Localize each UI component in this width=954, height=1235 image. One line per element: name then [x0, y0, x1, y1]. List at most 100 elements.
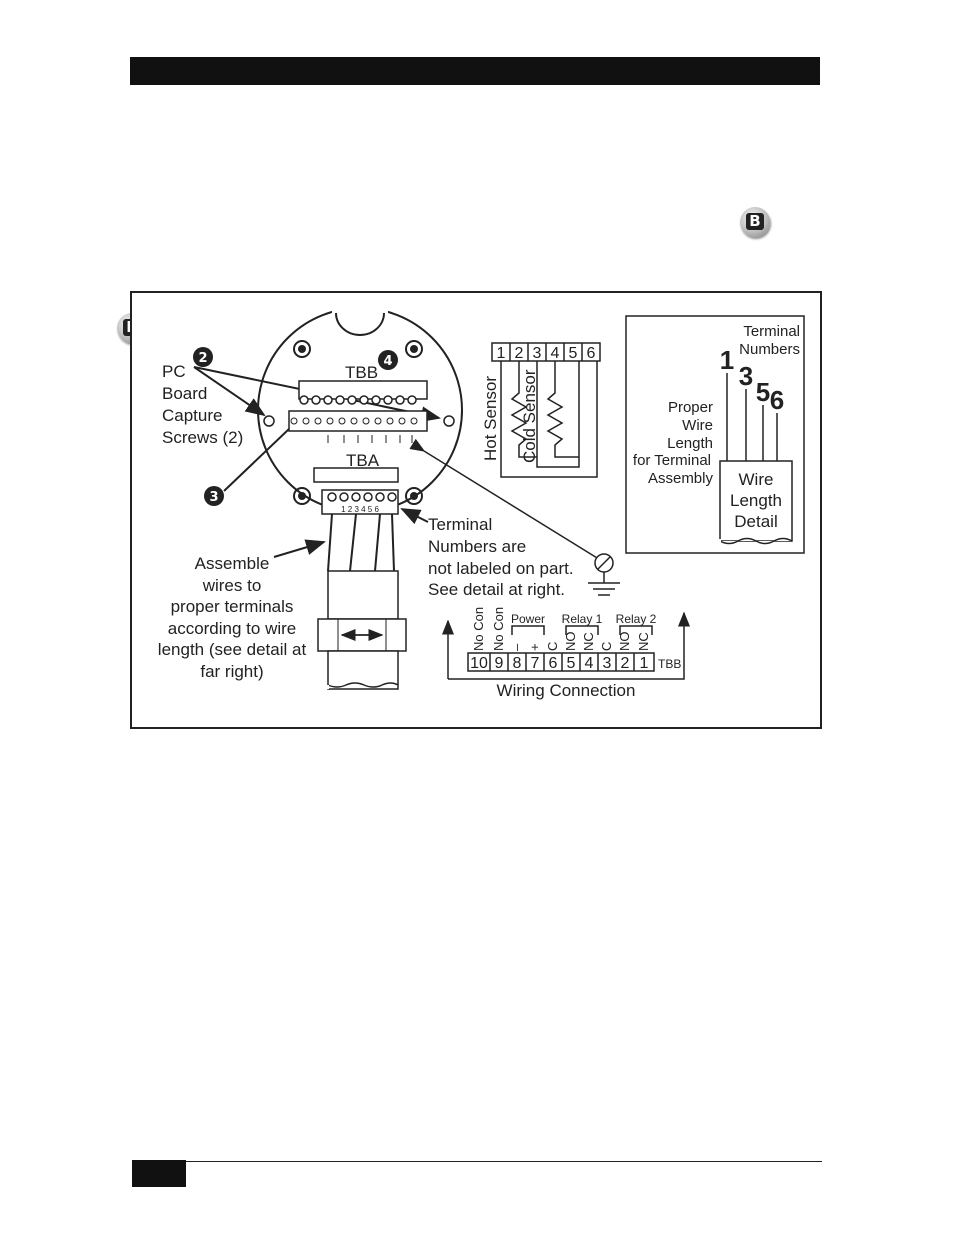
cable-fitting: [317, 570, 407, 690]
wiring-vertical-label: NC: [581, 632, 596, 651]
capture-screw-right: [443, 415, 455, 427]
wiring-vertical-label: NC: [636, 632, 651, 651]
sensor-terminal-number: 4: [551, 345, 560, 362]
wiring-caption: Wiring Connection: [497, 681, 636, 700]
wiring-terminal-number: 6: [549, 655, 558, 672]
terminal-note-line: See detail at right.: [428, 580, 565, 599]
wiring-vertical-label: NO: [617, 632, 632, 652]
callout-2: 2: [193, 347, 213, 367]
sensor-terminal-number: 6: [587, 345, 596, 362]
wiring-vertical-label: NO: [563, 632, 578, 652]
tbb-screws: [290, 395, 418, 425]
assemble-arrow: [273, 539, 326, 558]
wiring-terminal-number: 4: [585, 655, 594, 672]
wiring-figure: PC Board Capture Screws (2) 2 3: [130, 291, 822, 729]
wiring-terminal-number: 10: [470, 655, 488, 672]
wiring-terminal-number: 9: [495, 655, 504, 672]
callout-2-number: 2: [198, 351, 207, 366]
tba-terminal-marks: 1 2 3 4 5 6: [341, 505, 379, 514]
pc-board-line: Board: [162, 384, 207, 403]
pc-board-line: PC: [162, 362, 186, 381]
proper-line: Assembly: [648, 470, 714, 487]
wiring-terminal-number: 2: [621, 655, 630, 672]
sensor-terminal-number: 3: [533, 345, 542, 362]
assemble-line: Assemble: [195, 554, 270, 573]
assemble-label: Assemble wires to proper terminals accor…: [158, 554, 307, 681]
terminal-note-line: Numbers are: [428, 537, 526, 556]
sensor-circuit: [500, 361, 598, 478]
mounting-screw: [293, 487, 311, 505]
wire-length-detail: Terminal Numbers Proper Wire Length for …: [625, 315, 805, 554]
wire-number: 5: [756, 377, 770, 407]
wire-number: 1: [720, 345, 734, 375]
detail-line: Wire: [739, 470, 774, 489]
wiring-terminal-number: 8: [513, 655, 522, 672]
callout-3-number: 3: [209, 490, 218, 505]
wiring-connection: 10 9 8 7 6 5 4 3 2 1 TBB No Con No Con –…: [442, 607, 690, 700]
wiring-vertical-label: No Con: [471, 607, 486, 651]
tba-label: TBA: [346, 451, 380, 470]
capture-screw-left: [263, 415, 275, 427]
ground-lead: [409, 438, 603, 562]
pc-board-line: Capture: [162, 406, 222, 425]
header-bar: [130, 57, 820, 85]
footer-rule: [186, 1161, 822, 1162]
wire-number: 3: [739, 361, 753, 391]
callout-4: 4: [378, 350, 398, 370]
tbb-markings: [327, 435, 413, 443]
relay2-group-label: Relay 2: [616, 612, 657, 626]
ground-icon: [588, 553, 620, 596]
relay1-group-label: Relay 1: [562, 612, 603, 626]
callout-2-arrow-left: [193, 366, 266, 417]
pc-board-line: Screws (2): [162, 428, 243, 447]
callout-3-line: [223, 428, 290, 492]
proper-line: Wire: [682, 417, 713, 434]
wiring-terminal-number: 5: [567, 655, 576, 672]
terminal-note-line: Terminal: [428, 515, 492, 534]
sensor-terminal-number: 5: [569, 345, 578, 362]
mounting-screw: [405, 340, 423, 358]
mounting-screw: [405, 487, 423, 505]
tbb-label: TBB: [345, 363, 378, 382]
detail-line: Detail: [734, 512, 777, 531]
mounting-screw: [293, 340, 311, 358]
sensor-terminal-number: 2: [515, 345, 524, 362]
cold-sensor-label: Cold Sensor: [520, 369, 539, 463]
badge-letter: B: [746, 213, 764, 230]
callout-3: 3: [204, 486, 224, 506]
wiring-terminal-number: 3: [603, 655, 612, 672]
tba-block-top: [313, 467, 399, 483]
cable-wires: [327, 513, 395, 572]
assemble-line: proper terminals: [171, 597, 294, 616]
wiring-diagram: PC Board Capture Screws (2) 2 3: [158, 303, 805, 700]
section-b-badge: B: [740, 207, 770, 237]
terminal-note-arrow: [400, 508, 429, 525]
tba-screws: [327, 492, 397, 502]
callout-4-number: 4: [383, 354, 392, 369]
page-number-tab: [132, 1160, 186, 1187]
wiring-terminal-number: 7: [531, 655, 540, 672]
assemble-line: far right): [200, 662, 263, 681]
wiring-vertical-label: C: [599, 642, 614, 651]
hot-sensor-label: Hot Sensor: [481, 376, 500, 461]
proper-line: Proper: [668, 399, 713, 416]
terminal-numbers-line: Numbers: [739, 341, 800, 358]
wiring-terminal-number: 1: [640, 655, 649, 672]
wiring-vertical-label: C: [545, 642, 560, 651]
wiring-vertical-label: No Con: [491, 607, 506, 651]
wiring-vertical-label: +: [527, 643, 542, 651]
sensor-terminals: 1 2 3 4 5 6: [491, 342, 601, 362]
terminal-note: Terminal Numbers are not labeled on part…: [428, 515, 574, 599]
pc-board: TBB 4: [257, 303, 463, 515]
wiring-vertical-label: –: [509, 643, 524, 651]
proper-line: for Terminal: [633, 452, 711, 469]
wire-number: 6: [770, 385, 784, 415]
terminal-note-line: not labeled on part.: [428, 559, 574, 578]
assemble-line: according to wire: [168, 619, 297, 638]
power-group-label: Power: [511, 612, 545, 626]
wiring-tbb-label: TBB: [658, 657, 681, 671]
terminal-numbers-line: Terminal: [743, 323, 800, 340]
assemble-line: length (see detail at: [158, 640, 307, 659]
assemble-line: wires to: [202, 576, 262, 595]
tbb-block: [288, 410, 428, 432]
